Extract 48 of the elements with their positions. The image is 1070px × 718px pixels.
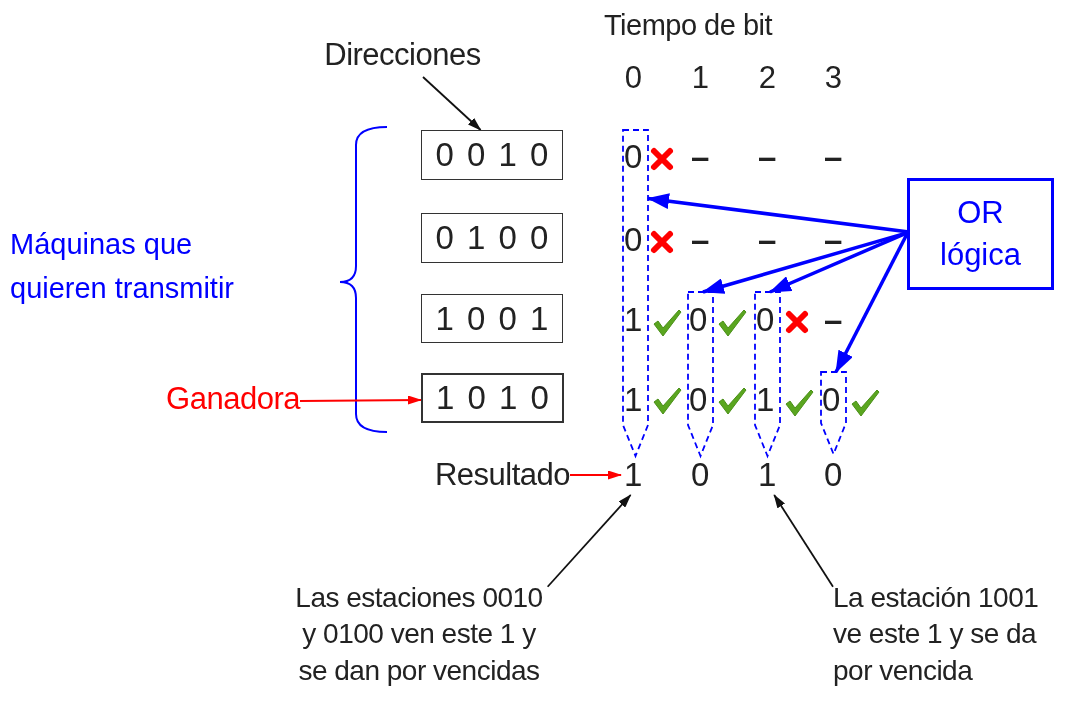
label-text: Resultado [433,456,570,494]
bit-value: 0 [624,139,643,175]
address-box [421,213,563,263]
annotation-text: La estación 1001 ve este 1 y se da por vencida [833,581,1040,688]
dash-mark: – [758,221,776,259]
logic-label: OR lógica [939,194,1022,274]
result-bit: 1 [758,455,777,495]
dash-mark: – [691,221,709,259]
arrow [299,395,422,405]
address-bits: 1 0 0 1 [435,299,549,338]
dash-mark: – [824,301,842,339]
address-bits: 1 0 1 0 [436,379,549,417]
dash-mark: – [691,138,709,176]
bit-time-label: 2 [758,60,776,96]
arrow [834,233,909,373]
address-bits: 0 0 1 0 [435,136,549,174]
bit-value: 0 [689,382,708,418]
bit-value: 1 [756,382,775,418]
bit-value: 0 [822,382,841,418]
bit-time-label: 3 [824,60,842,96]
bit-value: 0 [689,302,708,338]
arrow [569,470,622,480]
address-box [421,130,563,180]
logic-box [907,178,1054,290]
address-box [421,294,563,343]
arrow [546,494,632,588]
arrow [422,76,482,131]
dash-mark: – [824,138,842,176]
dash-mark: – [758,138,776,176]
bit-time-label: 1 [691,60,709,96]
bit-value: 0 [756,302,775,338]
arrow [773,494,834,588]
dash-mark: – [824,221,842,259]
result-bit: 1 [624,455,643,495]
label-text: Direcciones [323,36,482,74]
bit-time-label: 0 [624,60,642,96]
address-bits: 0 1 0 0 [435,219,549,257]
arrow [647,193,908,234]
label-text: Ganadora [165,380,300,418]
address-box [421,373,564,423]
annotation-text: Las estaciones 0010 y 0100 ven este 1 y se dan por vencidas [294,581,544,688]
group-label: Máquinas que quieren transmitir [10,227,236,306]
result-bit: 0 [824,455,843,495]
bit-value: 1 [624,302,643,338]
bit-value: 0 [624,222,643,258]
axis-title: Tiempo de bit [603,8,773,42]
bit-value: 1 [624,382,643,418]
result-bit: 0 [691,455,710,495]
